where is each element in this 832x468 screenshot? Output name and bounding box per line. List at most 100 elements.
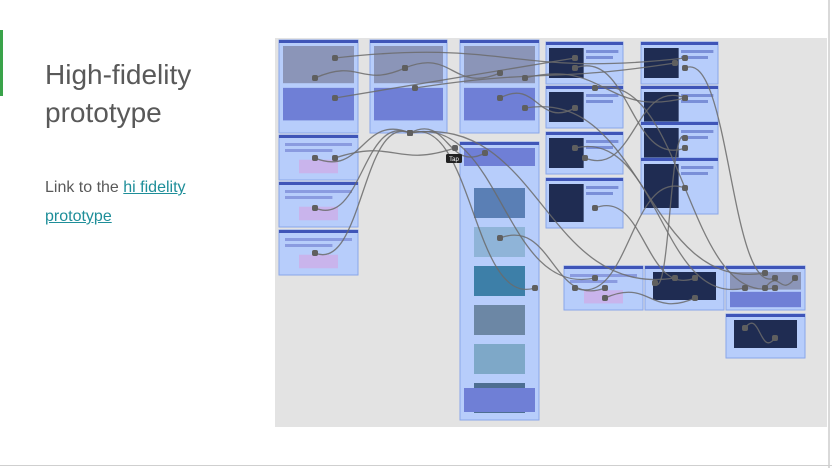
screen-dark-panel <box>644 128 679 158</box>
screen-header <box>641 86 718 89</box>
connector-hotspot <box>452 145 458 151</box>
tap-tooltip-bg <box>446 154 462 163</box>
screen-text-line <box>285 196 333 199</box>
connector-hotspot <box>572 285 578 291</box>
prototype-screen <box>459 141 540 421</box>
connector-hotspot <box>332 95 338 101</box>
prototype-flow-screenshot: Tap <box>275 38 827 427</box>
connector-hotspot <box>402 65 408 71</box>
connector-hotspot <box>312 155 318 161</box>
connector-hotspot <box>482 150 488 156</box>
slide-body-text: Link to the hi fidelity prototype <box>45 173 245 231</box>
connector-hotspot <box>672 60 678 66</box>
screen-banner <box>464 87 535 121</box>
connector-hotspot <box>682 145 688 151</box>
connector-hotspot <box>652 280 658 286</box>
screen-text-line <box>285 244 333 247</box>
prototype-flow-diagram: Tap <box>275 38 827 427</box>
screen-text-line <box>285 238 352 241</box>
flow-connector <box>499 234 606 292</box>
flow-connector <box>584 94 686 162</box>
connector-hotspot <box>772 275 778 281</box>
screen-text-line <box>586 192 613 195</box>
flow-connector <box>409 130 536 291</box>
flow-connector <box>764 277 796 289</box>
screen-header <box>546 132 623 135</box>
connector-hotspot <box>522 105 528 111</box>
prototype-screen <box>278 134 359 181</box>
flow-connector <box>574 145 746 291</box>
prototype-screen <box>644 265 725 311</box>
prototype-screen <box>545 177 624 229</box>
connector-hotspot <box>592 275 598 281</box>
screen-header <box>645 266 724 269</box>
screen-photo <box>474 188 525 218</box>
screen-header <box>641 122 718 125</box>
flow-connector <box>334 147 456 159</box>
connector-hotspot <box>602 295 608 301</box>
screen-banner <box>283 87 354 121</box>
screen-text-line <box>285 143 352 146</box>
screen-text-line <box>681 130 714 133</box>
prototype-screen <box>278 229 359 276</box>
screen-dark-panel <box>549 138 584 168</box>
connector-hotspot <box>332 55 338 61</box>
screen-header <box>279 135 358 138</box>
connector-hotspot <box>772 285 778 291</box>
screen-photo <box>474 305 525 335</box>
tap-tooltip-label: Tap <box>449 157 459 163</box>
screen-header <box>641 158 718 161</box>
flow-connector <box>684 66 776 280</box>
screen-header <box>279 40 358 43</box>
prototype-screen <box>278 39 359 134</box>
connector-hotspot <box>532 285 538 291</box>
screen-banner <box>464 148 535 166</box>
connector-hotspot <box>692 275 698 281</box>
screen-header <box>546 42 623 45</box>
flow-connector <box>334 57 576 99</box>
prototype-screen <box>545 131 624 175</box>
screen-text-line <box>681 136 708 139</box>
screen-header <box>546 178 623 181</box>
flow-connector <box>524 73 686 103</box>
screen-card <box>299 254 338 269</box>
connector-hotspot <box>522 75 528 81</box>
connector-hotspot <box>672 275 678 281</box>
screen-text-line <box>285 149 333 152</box>
flow-connector <box>594 205 696 281</box>
flow-connector <box>314 128 411 163</box>
screen-header <box>726 314 805 317</box>
connector-hotspot <box>602 285 608 291</box>
connector-hotspot <box>497 70 503 76</box>
prototype-screen <box>640 121 719 165</box>
connector-hotspot <box>312 75 318 81</box>
connector-hotspot <box>572 105 578 111</box>
prototype-screen <box>640 41 719 85</box>
tap-tooltip: Tap <box>446 154 462 163</box>
flow-connector <box>744 322 776 344</box>
hi-fidelity-prototype-link[interactable]: hi fidelity prototype <box>45 179 186 225</box>
screen-dark-panel <box>549 92 584 122</box>
screen-header <box>726 266 805 269</box>
connector-hotspot <box>572 145 578 151</box>
screen-text-line <box>586 100 613 103</box>
screen-dark-panel <box>734 320 797 348</box>
flow-connector <box>409 130 676 281</box>
screen-photo <box>283 46 354 84</box>
flow-connector <box>604 291 696 305</box>
screen-text-line <box>681 100 708 103</box>
screen-text-line <box>586 94 619 97</box>
connector-hotspot <box>312 250 318 256</box>
connector-hotspot <box>742 285 748 291</box>
connector-hotspot <box>592 205 598 211</box>
screen-text-line <box>586 186 619 189</box>
flow-connector <box>414 62 676 89</box>
slide-title: High-fidelity prototype <box>45 59 192 128</box>
connector-hotspot <box>332 155 338 161</box>
connector-hotspot <box>312 205 318 211</box>
screen-text-line <box>586 140 619 143</box>
screen-dark-panel <box>549 184 584 222</box>
connector-hotspot <box>742 325 748 331</box>
screen-photo <box>374 46 443 84</box>
